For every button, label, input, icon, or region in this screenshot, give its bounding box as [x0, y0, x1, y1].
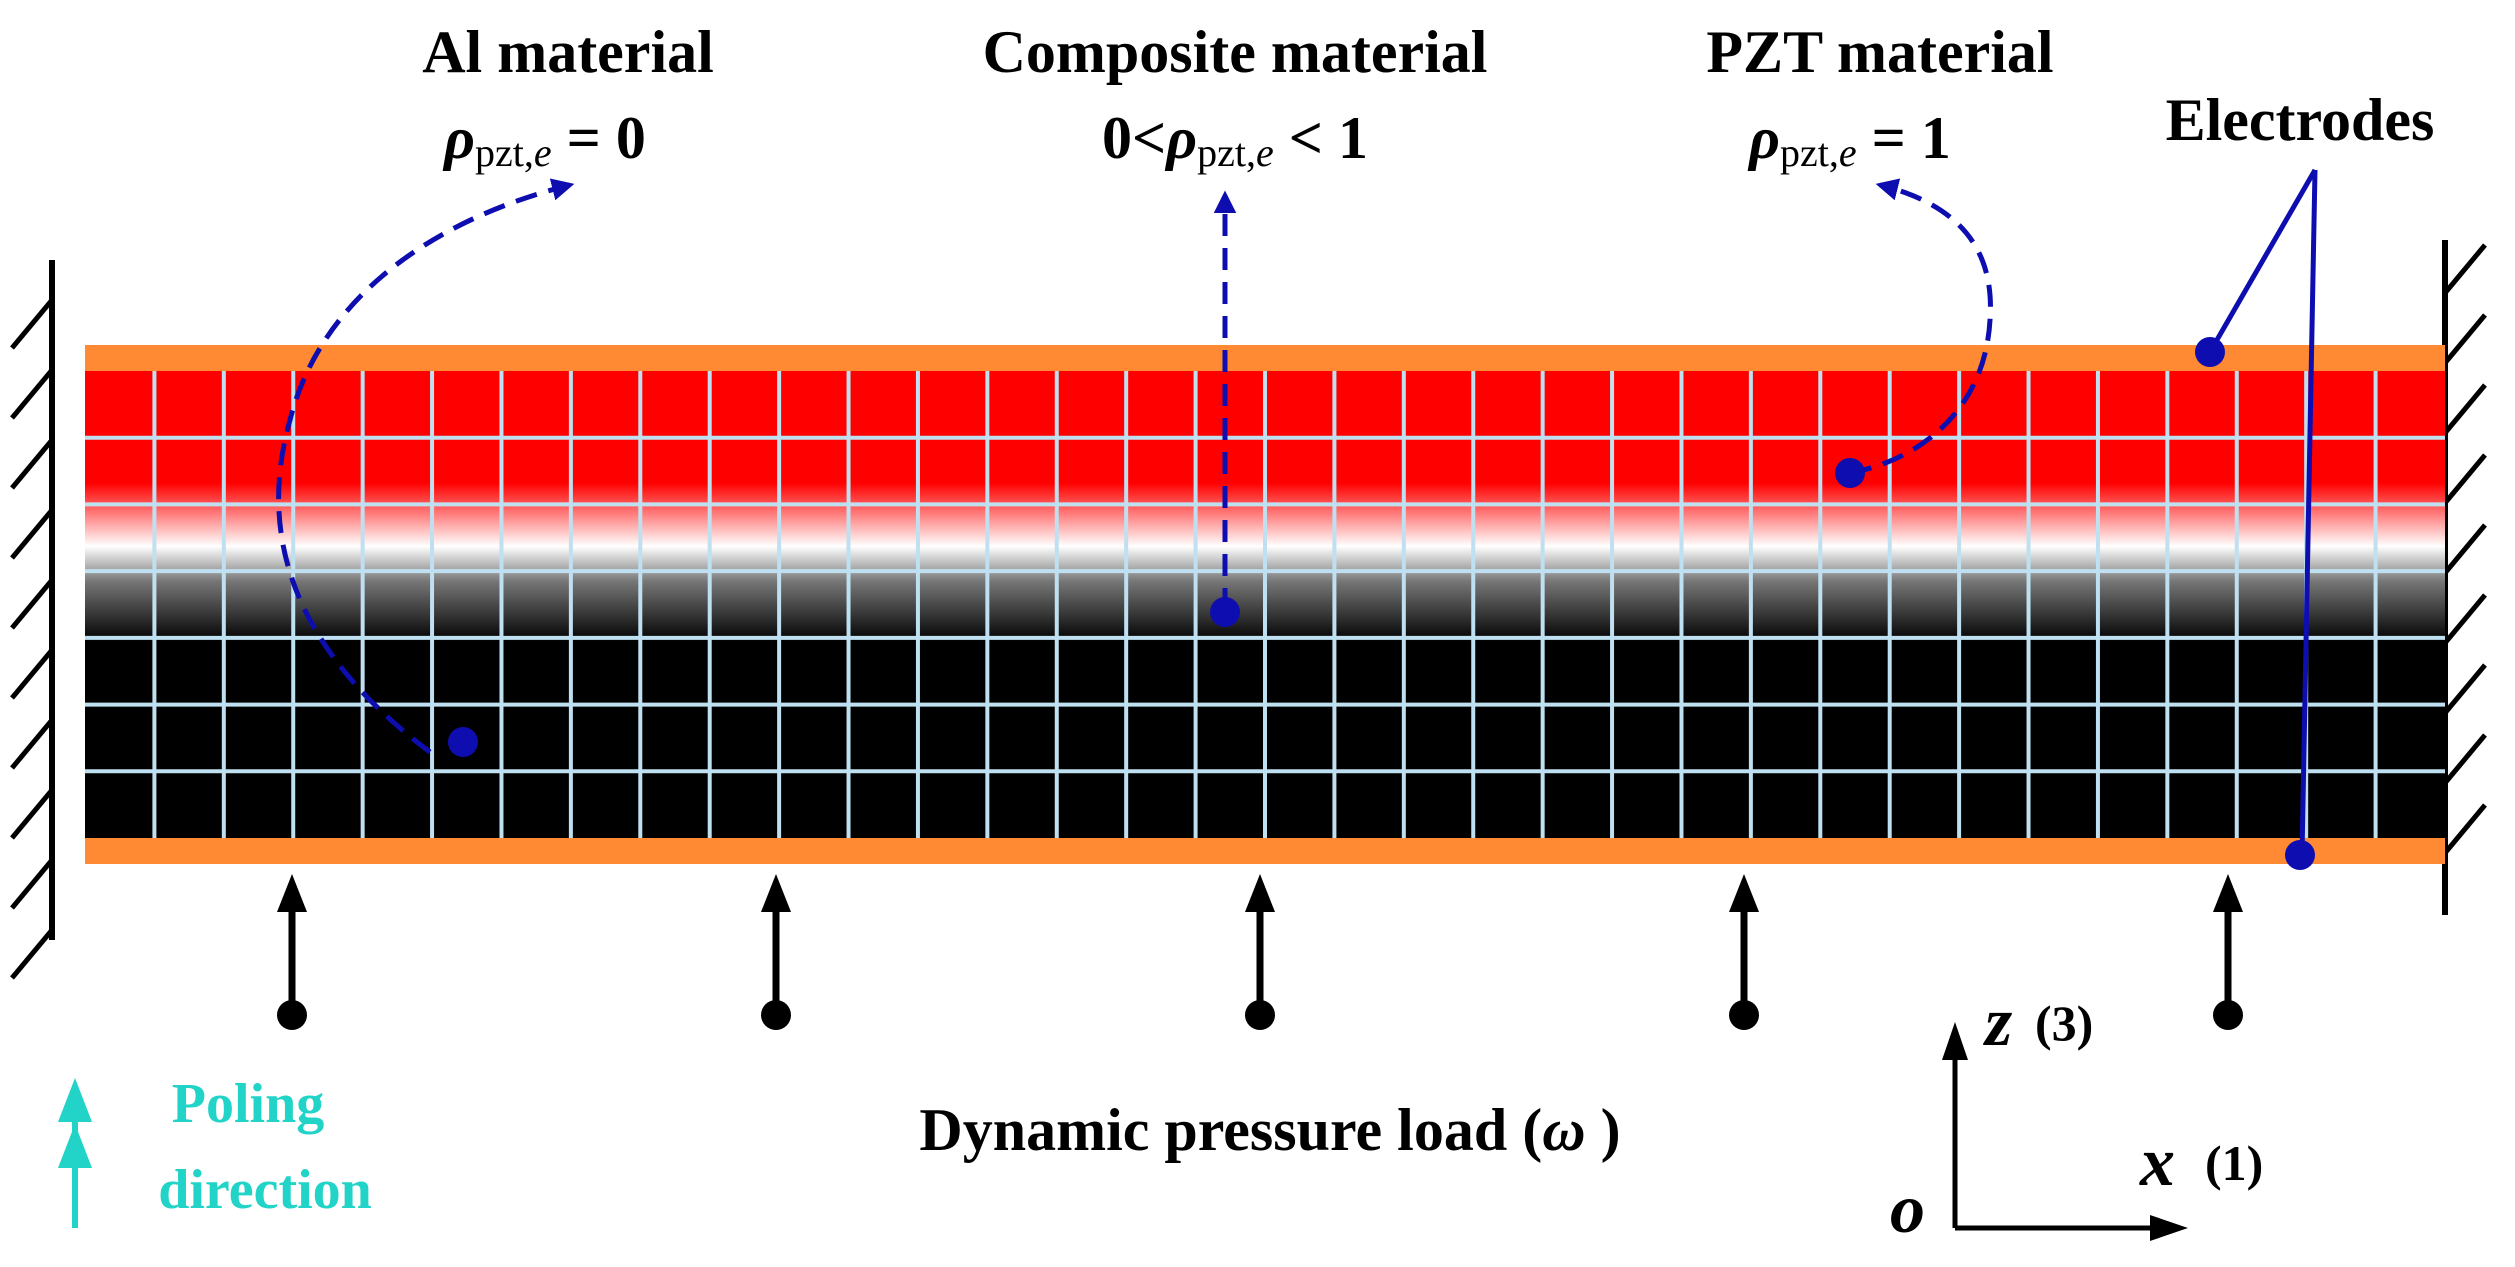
hatch-line	[2443, 803, 2487, 855]
bottom-electrode	[85, 838, 2445, 864]
al-element-marker	[448, 727, 478, 757]
hatch-line	[10, 928, 54, 980]
hatch-line	[10, 438, 54, 490]
z-axis-number: (3)	[2035, 995, 2093, 1051]
load-arrow-icon	[1729, 874, 1759, 1030]
hatch-line	[10, 648, 54, 700]
load-arrow-icon	[1245, 874, 1275, 1030]
composite-material-annotation	[1210, 190, 1240, 627]
hatch-line	[10, 368, 54, 420]
hatch-line	[2443, 243, 2487, 295]
al-material-title: Al material	[422, 19, 714, 85]
bottom-electrode-marker	[2285, 840, 2315, 870]
electrodes-label: Electrodes	[2166, 87, 2435, 153]
hatch-line	[2443, 453, 2487, 505]
hatch-line	[10, 298, 54, 350]
right-fixed-support	[2442, 240, 2487, 915]
load-arrow-icon	[2213, 874, 2243, 1030]
pressure-load-arrows	[277, 874, 2243, 1030]
al-density-formula: ρpzt,e = 0	[442, 105, 646, 175]
hatch-line	[10, 788, 54, 840]
load-arrow-icon	[277, 874, 307, 1030]
hatch-line	[2443, 593, 2487, 645]
poling-arrow-icon	[58, 1078, 92, 1228]
hatch-line	[2443, 663, 2487, 715]
beam	[85, 345, 2445, 864]
coordinate-axes: z (3) x (1) o	[1890, 984, 2263, 1248]
pzt-material-annotation	[1835, 178, 1993, 488]
pzt-density-formula: ρpzt,e = 1	[1747, 105, 1951, 175]
al-material-annotation	[276, 178, 575, 757]
hatch-line	[10, 508, 54, 560]
finite-element-mesh	[85, 371, 2445, 838]
hatch-line	[2443, 523, 2487, 575]
x-axis-arrow-icon	[2150, 1215, 2188, 1241]
dynamic-load-label: Dynamic pressure load (ω )	[919, 1097, 1620, 1163]
z-axis-label: z	[1983, 984, 2012, 1061]
hatch-line	[10, 858, 54, 910]
origin-label: o	[1890, 1171, 1925, 1248]
left-fixed-support	[10, 260, 55, 980]
hatch-line	[2443, 383, 2487, 435]
hatch-line	[10, 718, 54, 770]
hatch-line	[10, 578, 54, 630]
load-arrow-icon	[761, 874, 791, 1030]
hatch-line	[2443, 733, 2487, 785]
pzt-material-title: PZT material	[1706, 19, 2053, 85]
composite-material-title: Composite material	[983, 19, 1488, 85]
poling-direction-indicator: Poling direction	[58, 1073, 372, 1228]
hatch-line	[2443, 313, 2487, 365]
electrodes-annotation	[2195, 168, 2318, 870]
pzt-element-marker	[1835, 458, 1865, 488]
top-electrode	[85, 345, 2445, 371]
composite-density-formula: 0<ρpzt,e < 1	[1102, 105, 1368, 175]
z-axis-arrow-icon	[1942, 1022, 1968, 1060]
x-axis-number: (1)	[2205, 1135, 2263, 1191]
poling-label-line1: Poling	[172, 1073, 324, 1135]
top-electrode-marker	[2195, 337, 2225, 367]
poling-label-line2: direction	[158, 1159, 372, 1221]
x-axis-label: x	[2139, 1124, 2175, 1201]
composite-element-marker	[1210, 597, 1240, 627]
